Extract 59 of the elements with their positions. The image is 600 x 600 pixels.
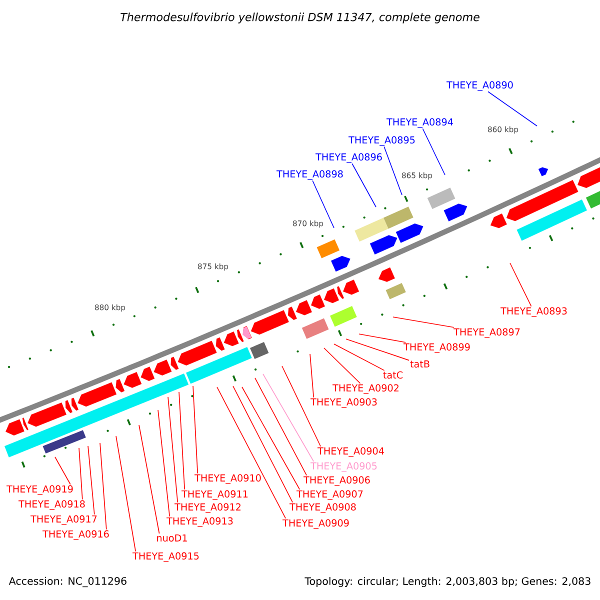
accession-text: Accession: NC_011296 xyxy=(8,576,126,588)
gene-label: THEYE_A0908 xyxy=(290,503,356,513)
gene-label: tatB xyxy=(410,360,430,368)
gene-label: THEYE_A0912 xyxy=(174,503,240,513)
gene-label: THEYE_A0904 xyxy=(318,447,384,457)
genome-info-text: Topology: circular; Length: 2,003,803 bp; Genes: 2,083 xyxy=(304,577,590,587)
leader-line xyxy=(510,262,532,307)
title: Thermodesulfovibrio yellowstonii DSM 11347, complete genome xyxy=(120,12,480,24)
leader-line xyxy=(334,344,385,371)
gene-label: THEYE_A0909 xyxy=(282,519,349,529)
leader-line xyxy=(358,334,406,343)
leader-line xyxy=(158,410,170,517)
gene-label: THEYE_A0902 xyxy=(332,384,398,394)
leader-line xyxy=(488,91,538,126)
leader-line xyxy=(78,448,83,500)
gene-label: tatC xyxy=(383,371,403,379)
gene-label: THEYE_A0897 xyxy=(454,328,520,338)
gene-label: THEYE_A0911 xyxy=(182,490,248,500)
leader-line xyxy=(324,348,361,384)
leader-line xyxy=(216,386,286,519)
leader-line xyxy=(88,446,95,515)
leader-line xyxy=(254,378,308,476)
leader-line xyxy=(392,316,454,328)
gene-label: THEYE_A0903 xyxy=(310,398,377,408)
leader-line xyxy=(310,354,314,398)
leader-line xyxy=(352,163,376,208)
gene-label: THEYE_A0894 xyxy=(386,118,453,128)
leader-line xyxy=(100,442,107,530)
gene-label: THEYE_A0906 xyxy=(304,476,370,486)
leader-line xyxy=(262,374,314,462)
gene-label: THEYE_A0919 xyxy=(6,485,73,495)
leader-line xyxy=(242,386,300,490)
gene-label: THEYE_A0915 xyxy=(132,552,199,562)
gene-label: THEYE_A0895 xyxy=(348,136,415,146)
leader-line xyxy=(232,386,294,503)
gene-label: THEYE_A0907 xyxy=(296,490,363,500)
gene-label: nuoD1 xyxy=(157,534,187,542)
gene-label: THEYE_A0917 xyxy=(30,515,97,525)
gene-label: THEYE_A0905 xyxy=(310,462,377,472)
gene-label: THEYE_A0916 xyxy=(42,530,109,540)
gene-label: THEYE_A0893 xyxy=(500,307,567,317)
gene-label: THEYE_A0896 xyxy=(316,153,382,163)
leader-line xyxy=(138,424,160,534)
leader-line xyxy=(116,436,136,552)
gene-label: THEYE_A0898 xyxy=(276,170,343,180)
leader-line xyxy=(384,146,402,196)
gene-label: THEYE_A0910 xyxy=(194,474,261,484)
leader-line xyxy=(54,456,71,485)
gene-label: THEYE_A0890 xyxy=(446,81,513,91)
gene-label: THEYE_A0913 xyxy=(166,517,233,527)
leader-line xyxy=(422,128,446,176)
gene-label: THEYE_A0918 xyxy=(18,500,85,510)
leader-line xyxy=(282,366,322,447)
leader-line xyxy=(178,392,185,490)
leader-line xyxy=(346,338,410,361)
leader-line xyxy=(192,386,198,474)
leader-line xyxy=(168,396,178,503)
leader-line xyxy=(312,180,334,228)
gene-label: THEYE_A0899 xyxy=(404,343,470,353)
